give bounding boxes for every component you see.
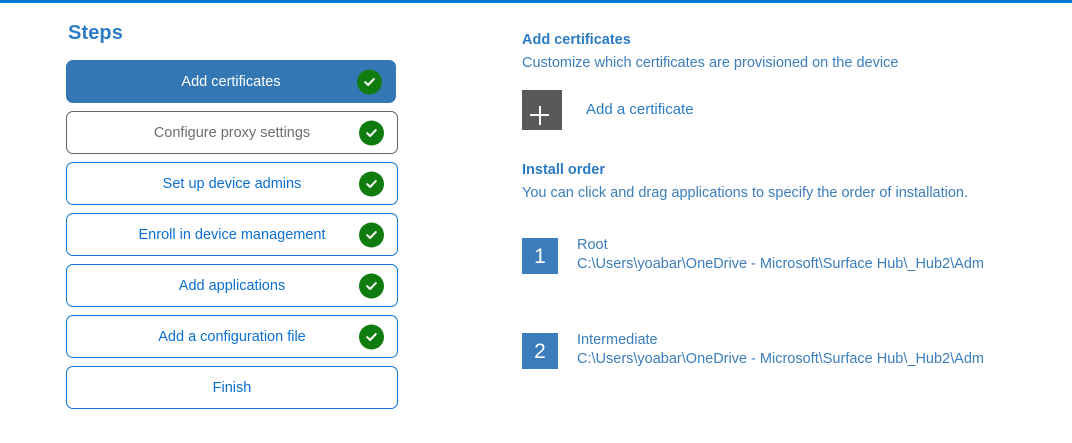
order-item-name: Intermediate bbox=[577, 332, 658, 348]
top-accent-bar bbox=[0, 0, 1072, 3]
step-item-add-a-configuration-file[interactable]: Add a configuration file bbox=[66, 315, 398, 358]
section-subtitle-install-order: You can click and drag applications to s… bbox=[522, 185, 969, 201]
order-item-path: C:\Users\yoabar\OneDrive - Microsoft\Sur… bbox=[577, 256, 984, 272]
add-certificate-label[interactable]: Add a certificate bbox=[586, 101, 694, 118]
install-order-section: Install order You can click and drag app… bbox=[522, 161, 1062, 369]
install-order-item[interactable]: 1 Root C:\Users\yoabar\OneDrive - Micros… bbox=[522, 236, 1062, 274]
order-item-text: Intermediate C:\Users\yoabar\OneDrive - … bbox=[577, 331, 984, 369]
plus-icon-vertical-stroke bbox=[538, 105, 541, 125]
check-icon bbox=[359, 222, 384, 247]
step-list: Add certificates Configure proxy setting… bbox=[66, 60, 398, 409]
order-item-path: C:\Users\yoabar\OneDrive - Microsoft\Sur… bbox=[577, 351, 984, 367]
steps-panel: Steps Add certificates Configure proxy s… bbox=[66, 22, 398, 409]
section-heading-add-certificates: Add certificates bbox=[522, 32, 631, 48]
steps-title: Steps bbox=[68, 22, 123, 44]
section-heading-install-order: Install order bbox=[522, 162, 605, 178]
order-number-badge: 1 bbox=[522, 238, 558, 274]
detail-panel: Add certificates Customize which certifi… bbox=[522, 31, 1062, 369]
page-root: Steps Add certificates Configure proxy s… bbox=[0, 3, 1072, 443]
check-icon bbox=[359, 171, 384, 196]
plus-icon[interactable] bbox=[522, 90, 562, 130]
step-item-enroll-in-device-management[interactable]: Enroll in device management bbox=[66, 213, 398, 256]
step-item-add-applications[interactable]: Add applications bbox=[66, 264, 398, 307]
check-icon bbox=[359, 120, 384, 145]
check-icon bbox=[359, 324, 384, 349]
add-certificate-row: Add a certificate bbox=[522, 90, 1062, 130]
check-icon bbox=[359, 273, 384, 298]
step-label: Add certificates bbox=[181, 73, 281, 90]
order-number-badge: 2 bbox=[522, 333, 558, 369]
step-label: Set up device admins bbox=[162, 175, 302, 192]
install-order-list: 1 Root C:\Users\yoabar\OneDrive - Micros… bbox=[522, 236, 1062, 369]
step-item-configure-proxy-settings[interactable]: Configure proxy settings bbox=[66, 111, 398, 154]
step-label: Enroll in device management bbox=[138, 226, 326, 243]
step-item-set-up-device-admins[interactable]: Set up device admins bbox=[66, 162, 398, 205]
step-label: Configure proxy settings bbox=[153, 124, 311, 141]
step-label: Finish bbox=[212, 379, 252, 396]
check-icon bbox=[357, 69, 382, 94]
step-label: Add a configuration file bbox=[158, 328, 306, 345]
step-item-finish[interactable]: Finish bbox=[66, 366, 398, 409]
add-certificates-section: Add certificates Customize which certifi… bbox=[522, 31, 1062, 130]
section-subtitle-add-certificates: Customize which certificates are provisi… bbox=[522, 55, 899, 71]
step-label: Add applications bbox=[178, 277, 286, 294]
install-order-item[interactable]: 2 Intermediate C:\Users\yoabar\OneDrive … bbox=[522, 331, 1062, 369]
order-item-name: Root bbox=[577, 237, 608, 253]
step-item-add-certificates[interactable]: Add certificates bbox=[66, 60, 396, 103]
order-item-text: Root C:\Users\yoabar\OneDrive - Microsof… bbox=[577, 236, 984, 274]
